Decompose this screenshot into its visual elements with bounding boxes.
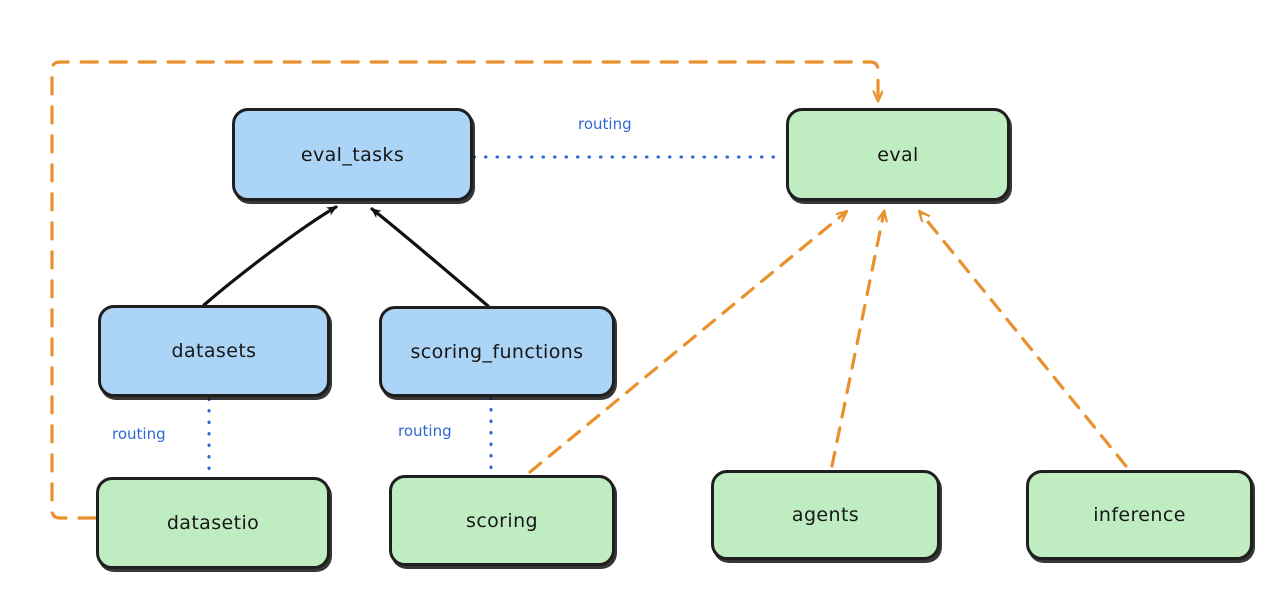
node-label-agents: agents <box>791 504 860 526</box>
node-label-scoring-functions: scoring_functions <box>410 340 584 363</box>
node-label-datasetio: datasetio <box>166 512 260 534</box>
node-datasets[interactable]: datasets <box>98 305 330 397</box>
node-label-scoring: scoring <box>466 509 538 532</box>
node-label-eval: eval <box>877 143 919 166</box>
node-label-eval-tasks: eval_tasks <box>300 143 405 166</box>
node-eval-tasks[interactable]: eval_tasks <box>232 108 473 201</box>
node-scoring[interactable]: scoring <box>389 475 615 566</box>
edge-datasets-eval_tasks <box>202 205 338 307</box>
edge-inference-eval <box>920 212 1128 468</box>
edge-label-routing-top: routing <box>578 115 632 133</box>
node-agents[interactable]: agents <box>711 470 940 560</box>
node-scoring-functions[interactable]: scoring_functions <box>379 306 615 397</box>
edge-label-routing-middle: routing <box>398 422 452 440</box>
node-inference[interactable]: inference <box>1026 470 1253 560</box>
node-label-datasets: datasets <box>171 340 257 362</box>
edge-label-routing-left: routing <box>112 425 166 443</box>
edge-scoring_functions-eval_tasks <box>370 207 490 308</box>
node-eval[interactable]: eval <box>786 108 1010 201</box>
node-datasetio[interactable]: datasetio <box>96 477 330 569</box>
node-label-inference: inference <box>1093 504 1186 526</box>
edge-agents-eval <box>830 212 884 468</box>
